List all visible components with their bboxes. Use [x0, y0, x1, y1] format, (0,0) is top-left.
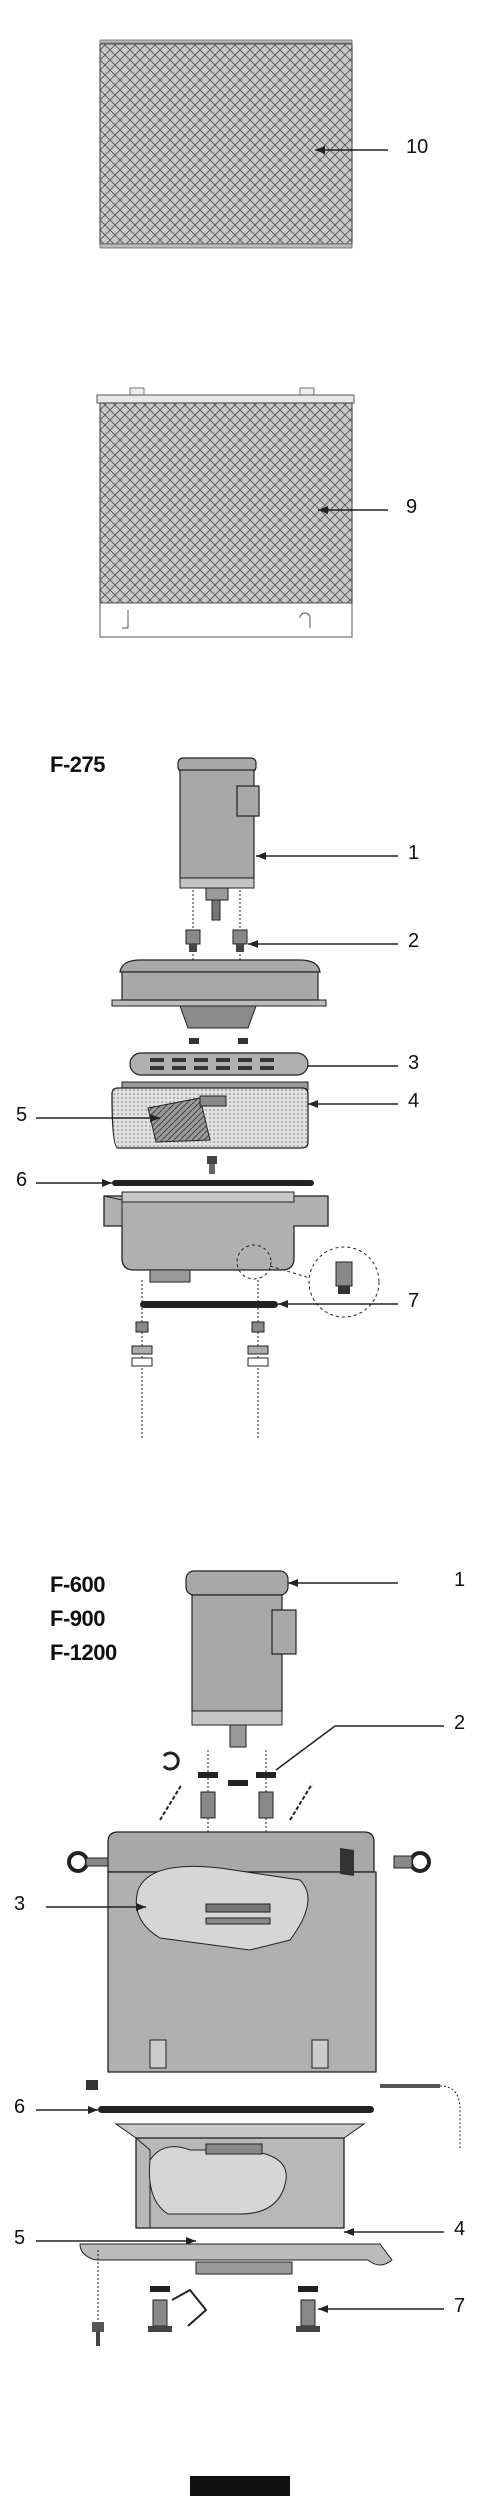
f600-callout-3: 3 [14, 1893, 26, 1915]
f600-callout-7: 7 [454, 2295, 466, 2317]
model-label-f600: F-600 [50, 1572, 105, 1597]
f600-gasket-and-filter [36, 2106, 444, 2245]
f600-callout-6: 6 [14, 2096, 26, 2118]
page-tab-marker [190, 2476, 290, 2496]
f275-callout-6: 6 [16, 1169, 28, 1191]
filter-10-outer-mesh [99, 39, 388, 249]
f600-blower-housing [46, 1831, 461, 2150]
f275-callout-2: 2 [408, 930, 420, 952]
f275-callout-7: 7 [408, 1290, 420, 1312]
f275-motor [177, 757, 398, 921]
f600-callout-5: 5 [14, 2227, 26, 2249]
f600-callout-2: 2 [454, 1712, 466, 1734]
f600-base-and-feet [79, 2243, 444, 2346]
f600-callout-4: 4 [454, 2218, 466, 2240]
f275-callout-4: 4 [408, 1090, 420, 1112]
f275-gasket-and-bowl [36, 1156, 380, 1318]
model-label-f1200: F-1200 [50, 1640, 117, 1665]
filter-9-inner-mesh [96, 387, 388, 638]
f275-callout-1: 1 [408, 842, 420, 864]
f600-motor [162, 1570, 398, 1771]
model-label-f275: F-275 [50, 752, 105, 777]
f275-callout-5: 5 [16, 1104, 28, 1126]
callout-9: 9 [406, 496, 418, 518]
f600-callout-1: 1 [454, 1569, 466, 1591]
model-label-f900: F-900 [50, 1606, 105, 1631]
f275-callout-3: 3 [408, 1052, 420, 1074]
f275-feet [131, 1280, 398, 1440]
callout-10: 10 [406, 136, 429, 158]
f275-filter-housing [36, 1081, 398, 1149]
f275-top-cover [111, 959, 327, 1044]
f275-vent-plate [129, 1052, 398, 1076]
f275-mounts [185, 890, 398, 970]
